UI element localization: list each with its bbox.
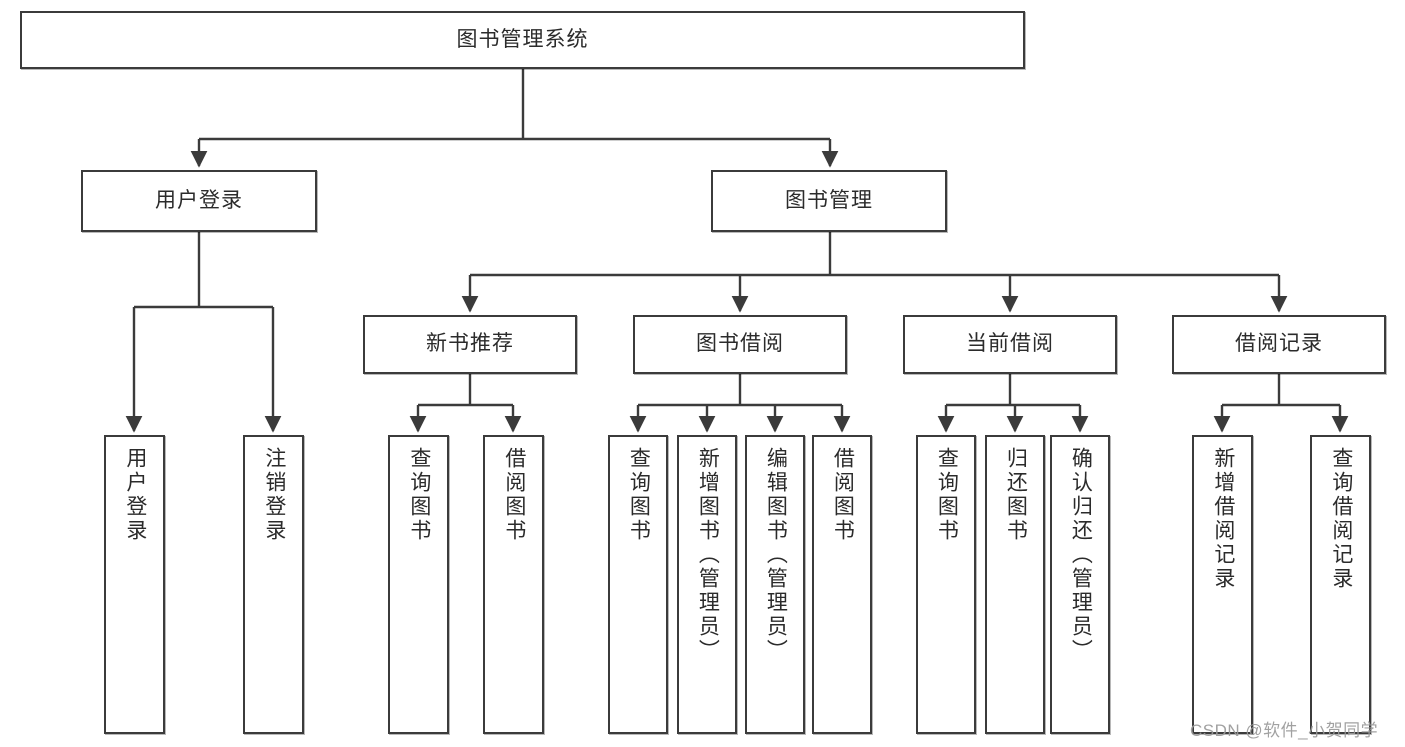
leaf-borrow-edit-book[interactable]: 编辑图书（管理员） [745,435,805,734]
leaf-borrow-query-book-label: 查询图书 [627,447,651,543]
leaf-record-add[interactable]: 新增借阅记录 [1192,435,1253,734]
node-current-borrow[interactable]: 当前借阅 [903,315,1117,374]
leaf-new-book-borrow[interactable]: 借阅图书 [483,435,544,734]
leaf-borrow-add-book-label: 新增图书（管理员） [696,447,720,663]
leaf-user-login-logout-label: 注销登录 [262,447,286,543]
csdn-watermark: CSDN @软件_小贺同学 [1190,721,1379,740]
node-current-borrow-label: 当前借阅 [966,332,1054,356]
node-user-login-label: 用户登录 [155,188,243,212]
leaf-borrow-add-book[interactable]: 新增图书（管理员） [677,435,737,734]
leaf-record-query[interactable]: 查询借阅记录 [1310,435,1371,734]
node-book-management-label: 图书管理 [785,188,873,212]
leaf-record-query-label: 查询借阅记录 [1329,447,1353,591]
leaf-current-confirm-return[interactable]: 确认归还（管理员） [1050,435,1110,734]
leaf-borrow-query-book[interactable]: 查询图书 [608,435,668,734]
leaf-borrow-edit-book-label: 编辑图书（管理员） [764,447,788,663]
node-new-book-recommend-label: 新书推荐 [426,332,514,356]
node-book-borrow[interactable]: 图书借阅 [633,315,847,374]
leaf-current-query-book-label: 查询图书 [935,447,959,543]
leaf-user-login-login[interactable]: 用户登录 [104,435,165,734]
leaf-new-book-query-label: 查询图书 [407,447,431,543]
node-user-login[interactable]: 用户登录 [81,170,317,232]
leaf-current-return-book[interactable]: 归还图书 [985,435,1045,734]
leaf-borrow-borrow-book[interactable]: 借阅图书 [812,435,872,734]
node-book-management[interactable]: 图书管理 [711,170,947,232]
leaf-current-return-book-label: 归还图书 [1004,447,1028,543]
node-root-label: 图书管理系统 [456,27,589,51]
leaf-user-login-login-label: 用户登录 [123,447,147,543]
node-book-borrow-label: 图书借阅 [696,332,784,356]
leaf-borrow-borrow-book-label: 借阅图书 [831,447,855,543]
node-borrow-record-label: 借阅记录 [1235,332,1323,356]
node-new-book-recommend[interactable]: 新书推荐 [363,315,577,374]
leaf-new-book-query[interactable]: 查询图书 [388,435,449,734]
leaf-current-query-book[interactable]: 查询图书 [916,435,976,734]
leaf-current-confirm-return-label: 确认归还（管理员） [1069,447,1093,663]
leaf-record-add-label: 新增借阅记录 [1211,447,1235,591]
node-borrow-record[interactable]: 借阅记录 [1172,315,1386,374]
node-root-book-management-system[interactable]: 图书管理系统 [20,11,1025,69]
leaf-user-login-logout[interactable]: 注销登录 [243,435,304,734]
leaf-new-book-borrow-label: 借阅图书 [502,447,526,543]
